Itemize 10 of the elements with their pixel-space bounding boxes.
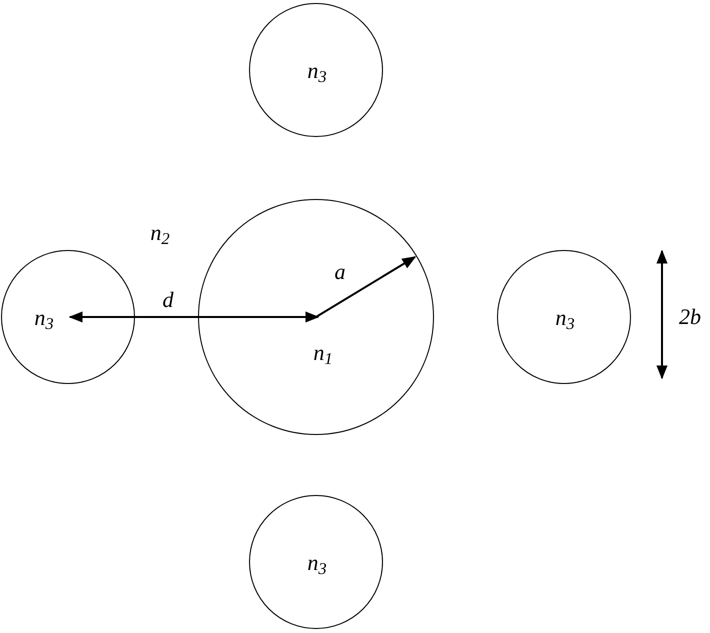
symbol-label: a (334, 261, 346, 283)
symbol-label: n$_{2}$ (150, 222, 170, 244)
node-label: n$_{3}$ (307, 552, 327, 574)
edge-label: d (162, 289, 174, 311)
node-label: n$_{3}$ (34, 307, 54, 329)
arrow (68, 311, 320, 323)
symbol-label: 2b (679, 306, 701, 328)
node-label: n$_{3}$ (307, 60, 327, 82)
node-label: n$_{3}$ (555, 307, 575, 329)
node-label: n$_{1}$ (313, 342, 333, 364)
